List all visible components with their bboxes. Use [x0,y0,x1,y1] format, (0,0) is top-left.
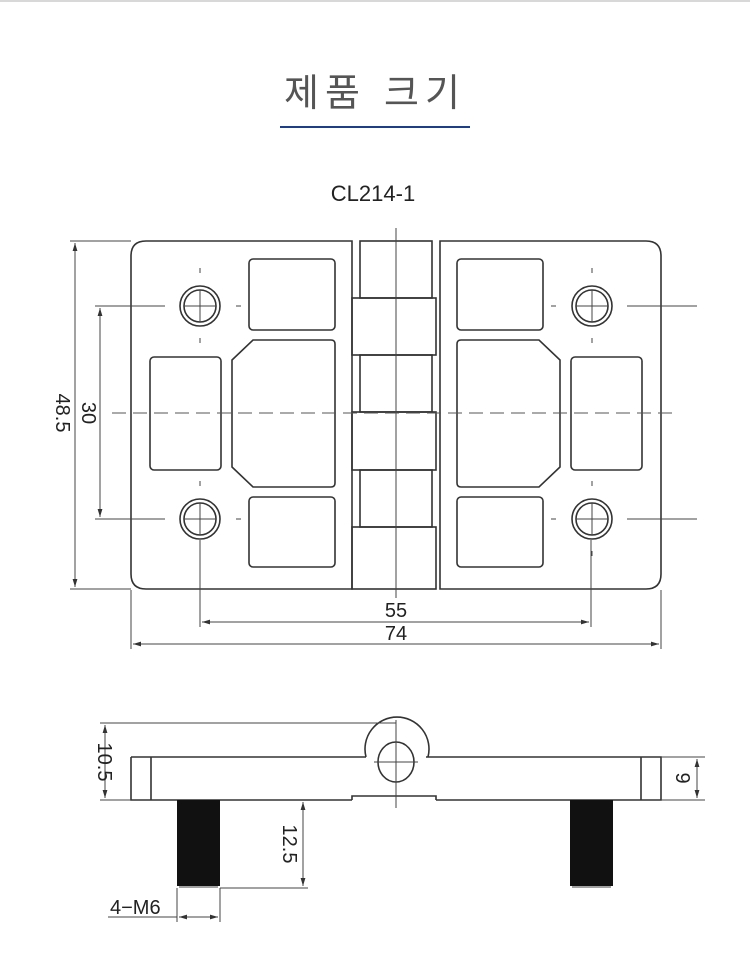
dim-hole-horizontal-55: 55 [385,600,407,622]
dim-thickness-9: 9 [671,772,693,783]
dim-bolt-length-12-5: 12.5 [278,825,300,864]
top-divider [0,0,750,2]
top-dimensions: 48.5 30 55 74 [51,240,662,649]
knuckle-strip [351,240,437,590]
model-label: CL214-1 [331,181,415,206]
dim-side-height-10-5: 10.5 [93,743,115,782]
bolt-right [570,800,613,886]
right-leaf [439,240,698,590]
dim-height-48-5: 48.5 [51,394,73,433]
dim-width-74: 74 [385,623,407,645]
dim-hole-vertical-30: 30 [77,402,99,424]
bolt-left [177,800,220,886]
left-leaf [94,240,353,590]
dim-bolt-spec: 4−M6 [110,897,161,919]
page-title: 제품 크기 [284,71,466,115]
side-dimensions: 10.5 9 12.5 4−M6 [93,722,705,922]
hinge-side-view [130,716,662,888]
hinge-top-view [94,228,698,598]
title-underline [280,126,470,128]
